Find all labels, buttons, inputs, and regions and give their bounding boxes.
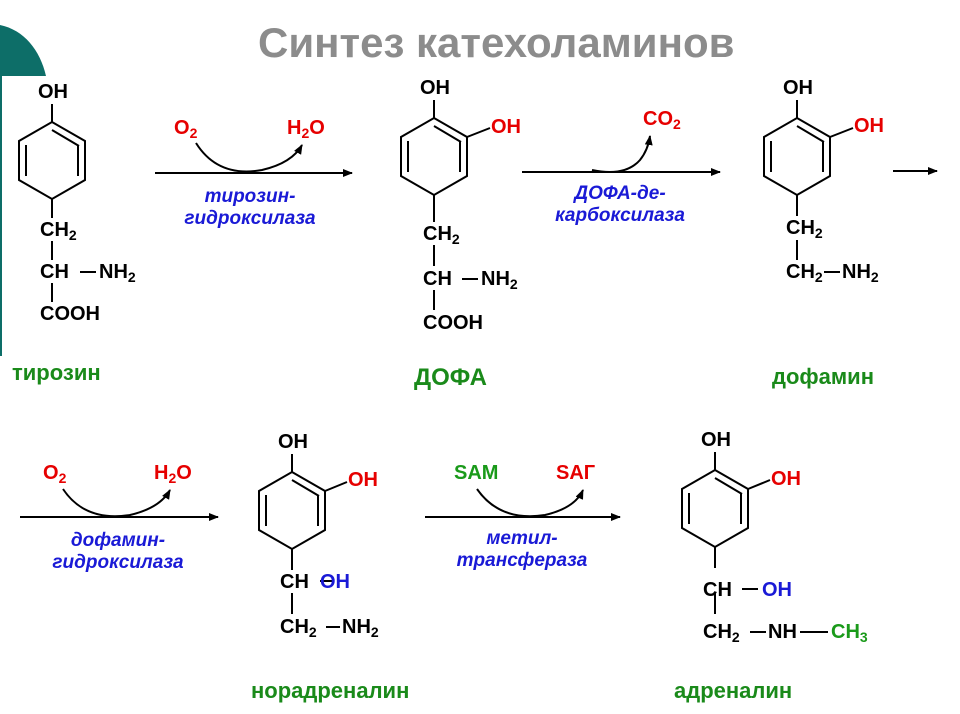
adrenaline-ch2: CH2 <box>703 621 740 645</box>
adrenaline-structure <box>681 452 828 633</box>
tyrosine-structure <box>18 104 96 302</box>
noradrenaline-oh-top: OH <box>278 431 308 453</box>
adrenaline-nh: NH <box>768 621 797 643</box>
dopamine-benzene-ring <box>763 116 831 197</box>
dopa-oh-side: OH <box>491 116 521 138</box>
dopamine-oh-side: OH <box>854 115 884 137</box>
noradrenaline-caption: норадреналин <box>251 678 410 703</box>
r2-co2: CO2 <box>643 108 681 132</box>
noradrenaline-oh-side: OH <box>348 469 378 491</box>
arrow-r4-curve <box>476 488 584 518</box>
left-edge-line <box>0 76 2 356</box>
dopa-structure <box>400 100 491 310</box>
r2-enzyme: ДОФА-де- карбоксилаза <box>555 183 685 226</box>
arrow-r2-curve <box>591 135 653 173</box>
r4-sam: SAM <box>454 462 499 484</box>
noradrenaline-ch: CH <box>280 571 309 593</box>
dopa-ch2: CH2 <box>423 223 460 247</box>
dopamine-ch2-a: CH2 <box>786 217 823 241</box>
tyrosine-ch2: CH2 <box>40 219 77 243</box>
adrenaline-caption: адреналин <box>674 678 793 703</box>
adrenaline-oh-side: OH <box>771 468 801 490</box>
dopamine-nh2: NH2 <box>842 261 879 285</box>
dopa-benzene-ring <box>400 116 468 197</box>
dopamine-ch2-b: CH2 <box>786 261 823 285</box>
r4-sag: SAГ <box>556 462 596 484</box>
r3-h2o: H2O <box>154 462 192 486</box>
tyrosine-benzene-ring <box>18 120 86 201</box>
arrow-r1-curve <box>195 142 303 173</box>
corner-accent-shape <box>0 25 46 76</box>
dopa-caption: ДОФА <box>414 364 487 391</box>
page-title: Синтез катехоламинов <box>258 19 735 66</box>
adrenaline-ch-oh: OH <box>762 579 792 601</box>
tyrosine-oh: OH <box>38 81 68 103</box>
tyrosine-cooh: COOH <box>40 303 100 325</box>
r1-enzyme: тирозин- гидроксилаза <box>184 186 316 229</box>
dopa-cooh: COOH <box>423 312 483 334</box>
dopamine-caption: дофамин <box>772 364 874 389</box>
r4-enzyme: метил- трансфераза <box>456 528 588 571</box>
tyrosine-ch: CH <box>40 261 69 283</box>
dopa-oh-top: OH <box>420 77 450 99</box>
arrow-r3-curve <box>62 488 171 518</box>
dopamine-oh-top: OH <box>783 77 813 99</box>
noradrenaline-ch-oh: OH <box>320 571 350 593</box>
dopa-nh2: NH2 <box>481 268 518 292</box>
adrenaline-ch: CH <box>703 579 732 601</box>
noradrenaline-structure <box>258 454 348 628</box>
reaction-arrows <box>20 135 938 521</box>
tyrosine-nh2: NH2 <box>99 261 136 285</box>
adrenaline-ch3: CH3 <box>831 621 868 645</box>
r1-o2: O2 <box>174 117 198 141</box>
noradrenaline-nh2: NH2 <box>342 616 379 640</box>
dopamine-structure <box>763 100 854 273</box>
adrenaline-benzene-ring <box>681 468 749 549</box>
dopa-ch: CH <box>423 268 452 290</box>
tyrosine-caption: тирозин <box>12 360 101 385</box>
adrenaline-oh-top: OH <box>701 429 731 451</box>
r3-enzyme: дофамин- гидроксилаза <box>52 530 184 573</box>
r3-o2: O2 <box>43 462 67 486</box>
noradrenaline-benzene-ring <box>258 470 326 551</box>
r1-h2o: H2O <box>287 117 325 141</box>
noradrenaline-ch2: CH2 <box>280 616 317 640</box>
